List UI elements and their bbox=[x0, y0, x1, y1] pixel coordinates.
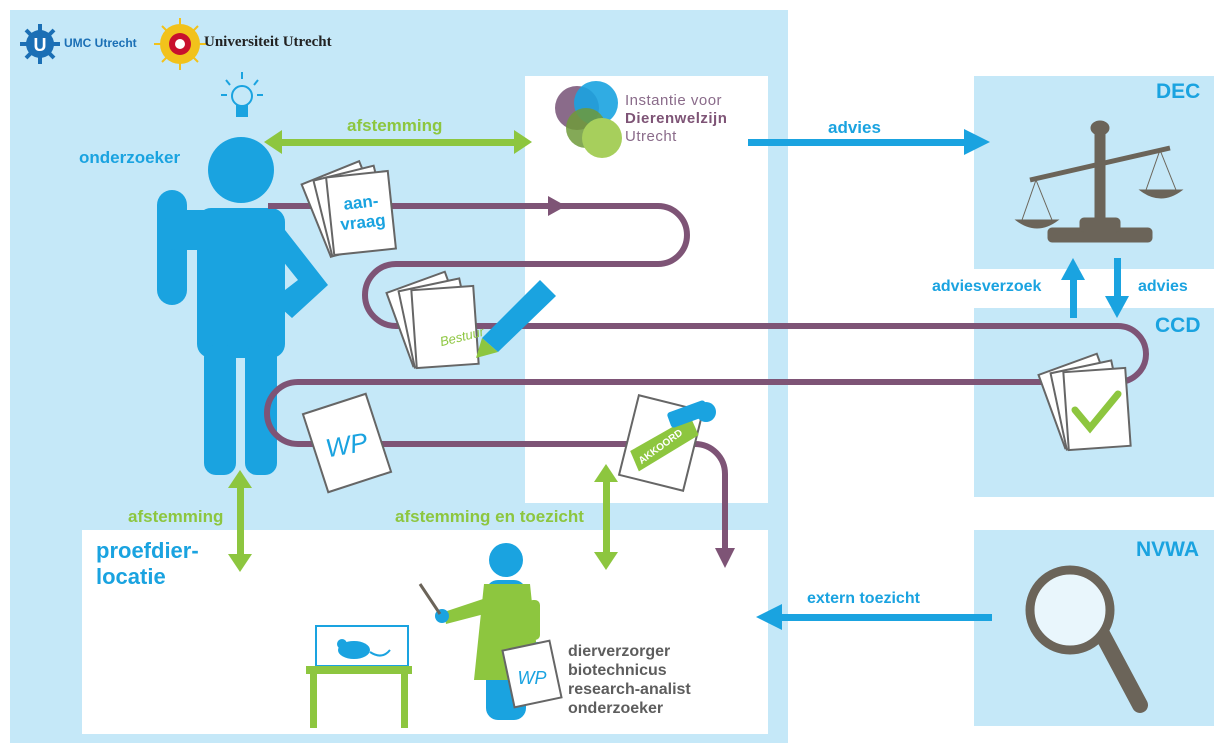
uu-logo-icon bbox=[154, 18, 206, 70]
adviesverzoek-label: adviesverzoek bbox=[932, 278, 1042, 295]
afstemming-toezicht-label: afstemming en toezicht bbox=[395, 507, 584, 526]
stamp-icon bbox=[667, 400, 716, 428]
checkmark-icon bbox=[1071, 390, 1122, 434]
ivd-line2: Dierenwelzijn bbox=[625, 110, 728, 127]
ccd-document-stack bbox=[1037, 352, 1132, 452]
advies-top-arrow bbox=[748, 129, 990, 155]
uu-logo-text: Universiteit Utrecht bbox=[204, 34, 332, 50]
wp-document: WP bbox=[301, 392, 393, 494]
afstemming-left-label: afstemming bbox=[128, 507, 224, 526]
bestuur-document-stack: Bestuur bbox=[385, 270, 486, 370]
role-item: dierverzorger bbox=[568, 643, 671, 660]
svg-text:U: U bbox=[34, 35, 47, 55]
aanvraag-line2: vraag bbox=[339, 211, 386, 235]
lightbulb-icon bbox=[221, 72, 263, 117]
wp-small-document: WP bbox=[501, 639, 563, 709]
onderzoeker-label: onderzoeker bbox=[79, 148, 181, 167]
proefdier-label-line2: locatie bbox=[96, 564, 166, 589]
afstemming-top-label: afstemming bbox=[347, 116, 443, 135]
proefdier-white-box bbox=[82, 530, 768, 734]
nvwa-label: NVWA bbox=[1136, 538, 1199, 561]
wp-text: WP bbox=[323, 427, 370, 464]
procedure-flow-path bbox=[264, 203, 1149, 550]
afstemming-top-arrow bbox=[264, 130, 532, 154]
ccd-label: CCD bbox=[1155, 314, 1201, 337]
scales-icon bbox=[1014, 120, 1184, 243]
extern-toezicht-arrow bbox=[756, 604, 992, 630]
aanvraag-document-stack: aan- vraag bbox=[300, 159, 398, 259]
role-item: research-analist bbox=[568, 681, 691, 698]
aanvraag-line1: aan- bbox=[343, 191, 380, 214]
researcher-figure bbox=[157, 137, 328, 475]
afstemming-toezicht-arrow bbox=[594, 464, 618, 570]
flow-arrowhead-top bbox=[548, 196, 566, 216]
advies-down-arrow bbox=[1105, 258, 1129, 318]
mouse-cage-icon bbox=[306, 625, 412, 728]
roles-list: dierverzorger biotechnicus research-anal… bbox=[568, 642, 691, 718]
magnifier-icon bbox=[1025, 565, 1148, 713]
ivd-line3: Utrecht bbox=[625, 128, 677, 145]
advies-top-label: advies bbox=[828, 118, 881, 137]
flow-arrowhead-bottom bbox=[715, 548, 735, 568]
extern-toezicht-label: extern toezicht bbox=[807, 590, 920, 607]
afstemming-left-arrow bbox=[228, 470, 252, 572]
ivd-logo-icon bbox=[555, 81, 622, 158]
pen-icon bbox=[476, 280, 556, 358]
wp-small-text: WP bbox=[518, 668, 547, 688]
umc-logo-text: UMC Utrecht bbox=[64, 36, 137, 50]
ivd-logo-text: Instantie voor Dierenwelzijn Utrecht bbox=[625, 92, 765, 146]
role-item: onderzoeker bbox=[568, 700, 664, 717]
proefdier-label-line1: proefdier- bbox=[96, 538, 199, 563]
dec-label: DEC bbox=[1156, 80, 1201, 103]
role-item: biotechnicus bbox=[568, 662, 667, 679]
ivd-line1: Instantie voor bbox=[625, 92, 723, 109]
umc-logo-icon: U bbox=[20, 24, 60, 64]
advies-right-label: advies bbox=[1138, 278, 1188, 295]
adviesverzoek-arrow bbox=[1061, 258, 1085, 318]
